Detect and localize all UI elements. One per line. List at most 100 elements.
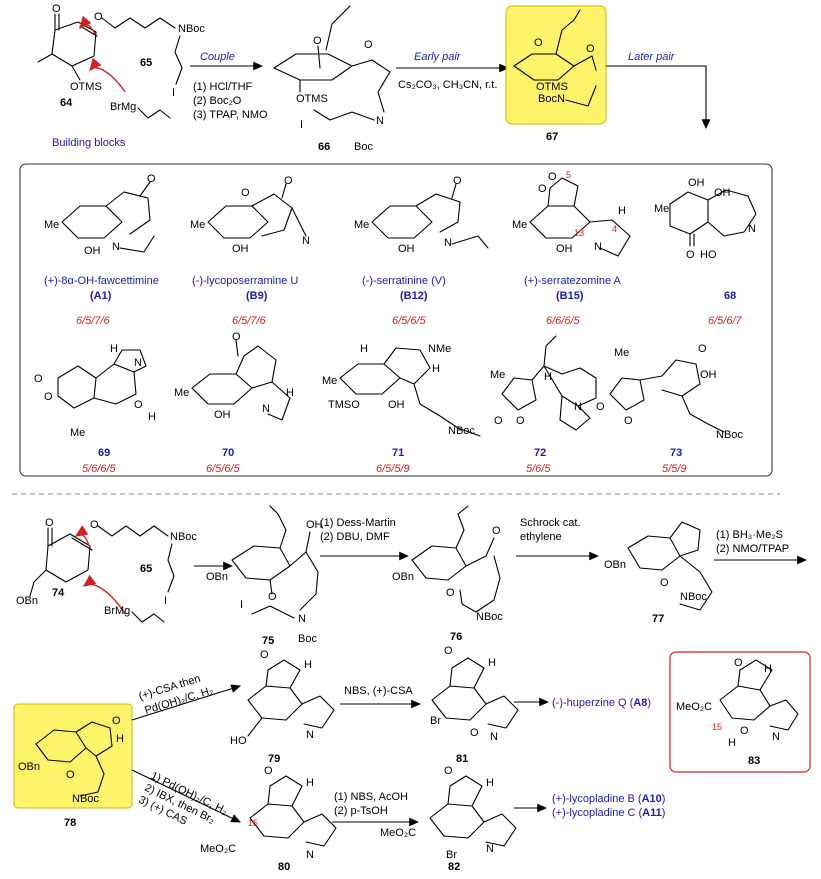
svg-text:I: I (164, 595, 167, 607)
nbs-acoh-2: (2) p-TsOH (334, 805, 388, 817)
number-69: 69 (98, 447, 110, 459)
rings-68: 6/5/6/7 (708, 315, 743, 327)
structure-71: H NMe H Me TMSO OH NBoc (322, 343, 481, 437)
early-pair-label: Early pair (414, 51, 462, 63)
svg-text:5: 5 (566, 170, 571, 180)
c66-ketone-o1: O (313, 35, 322, 47)
svg-text:O: O (268, 591, 277, 603)
svg-text:O: O (516, 415, 525, 427)
number-73: 73 (670, 447, 682, 459)
c79-number: 79 (268, 753, 280, 765)
svg-text:OH: OH (306, 519, 323, 531)
early-pair-conditions: Cs₂CO₃, CH₃CN, r.t. (398, 79, 497, 91)
svg-text:N: N (444, 237, 452, 249)
svg-text:Me: Me (654, 203, 669, 215)
schrock-cond-1: Schrock cat. (520, 517, 581, 529)
c66-otms: OTMS (296, 93, 328, 105)
svg-text:Me: Me (614, 347, 629, 359)
addition-arrow-4 (82, 574, 126, 615)
svg-text:N: N (772, 731, 780, 743)
structure-69: O O H N O H Me (34, 343, 156, 439)
svg-text:H: H (360, 343, 368, 355)
c80-number: 80 (278, 861, 290, 873)
svg-text:H: H (764, 663, 772, 675)
lycopladine-c-label: (+)-lycopladine C (A11) (552, 807, 665, 819)
arrow-to-79 (131, 684, 242, 721)
svg-text:N: N (112, 241, 120, 253)
svg-text:Br: Br (430, 715, 441, 727)
c74-number: 74 (52, 587, 65, 599)
c65-nboc: NBoc (178, 23, 205, 35)
svg-text:O: O (444, 765, 453, 777)
svg-text:OH: OH (232, 243, 249, 255)
svg-text:O: O (44, 391, 53, 403)
svg-text:OH: OH (714, 187, 731, 199)
code-A1: (A1) (90, 290, 112, 302)
svg-text:I: I (240, 599, 243, 611)
svg-text:TMSO: TMSO (328, 399, 360, 411)
number-68: 68 (724, 290, 736, 302)
c64-otms: OTMS (70, 81, 102, 93)
svg-text:O: O (147, 173, 156, 185)
svg-text:MeO₂C: MeO₂C (380, 827, 416, 839)
svg-text:HO: HO (230, 735, 247, 747)
svg-text:N: N (298, 613, 306, 625)
c82-number: 82 (448, 861, 460, 873)
compound-76: O O OBn NBoc 76 (392, 505, 503, 643)
highlight-78 (13, 703, 133, 809)
compound-65-top: O NBoc I 65 (94, 11, 205, 99)
number-72: 72 (534, 447, 546, 459)
compound-79: O H N HO 79 (230, 649, 335, 765)
svg-text:H: H (304, 659, 312, 671)
svg-text:H: H (488, 657, 496, 669)
red-box-83 (669, 651, 811, 773)
grignard-top: BrMg (110, 101, 171, 119)
svg-text:O: O (494, 415, 503, 427)
c78-nboc: NBoc (72, 793, 99, 805)
svg-text:O: O (90, 519, 99, 531)
c66-ketone-o2: O (364, 39, 373, 51)
svg-text:N: N (302, 235, 310, 247)
svg-text:O: O (624, 415, 633, 427)
hydro-cond-1: (1) BH₃·Me₂S (716, 529, 783, 541)
svg-text:Me: Me (174, 387, 189, 399)
highlight-67 (505, 5, 607, 125)
compound-81: O H N Br O 81 (430, 645, 519, 765)
svg-text:H: H (486, 777, 494, 789)
svg-text:H: H (728, 737, 736, 749)
svg-text:N: N (134, 357, 142, 369)
svg-text:4: 4 (612, 224, 617, 234)
compound-64: O OTMS 64 (37, 3, 102, 109)
rings-B12: 6/5/6/5 (392, 315, 427, 327)
rings-A1: 6/5/7/6 (76, 315, 111, 327)
svg-text:H: H (116, 733, 124, 745)
svg-text:O: O (660, 577, 669, 589)
svg-text:O: O (284, 175, 293, 187)
svg-text:N: N (490, 731, 498, 743)
structure-B9: O O Me OH N (190, 175, 310, 255)
svg-text:N: N (748, 223, 756, 235)
svg-text:Me: Me (70, 427, 85, 439)
c81-number: 81 (456, 753, 468, 765)
huperzine-q-label: (-)-huperzine Q (A8) (552, 697, 651, 709)
compound-82: O H N MeO₂C Br 82 (380, 765, 517, 873)
svg-text:O: O (698, 343, 707, 355)
svg-text:O: O (492, 525, 501, 537)
svg-text:O: O (112, 715, 121, 727)
c83-number: 83 (748, 755, 760, 767)
svg-text:H: H (306, 777, 314, 789)
natural-products-box (19, 163, 773, 477)
structure-72: Me O O N H (490, 335, 597, 431)
c65b-number: 65 (140, 563, 152, 575)
svg-text:OH: OH (84, 245, 101, 257)
svg-text:13: 13 (574, 228, 584, 238)
svg-text:BrMg: BrMg (104, 605, 130, 617)
c67-ketone-o2: O (534, 37, 543, 49)
svg-text:OH: OH (556, 243, 573, 255)
couple-label: Couple (200, 51, 235, 63)
svg-text:H: H (286, 387, 294, 399)
svg-text:O: O (45, 517, 54, 529)
nbs-acoh-1: (1) NBS, AcOH (334, 791, 408, 803)
